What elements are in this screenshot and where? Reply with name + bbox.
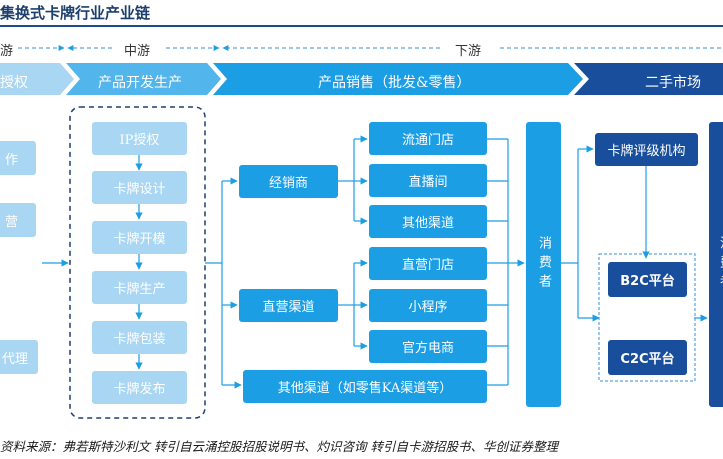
- chevron-sales: [213, 63, 583, 95]
- chevron-production: [66, 63, 221, 95]
- channel-direct: 直营渠道: [239, 289, 338, 322]
- production-step-manufacture: 卡牌生产: [92, 271, 187, 304]
- c2c-platform-box: C2C平台: [608, 340, 687, 375]
- channel-other-retail: 其他渠道（如零售KA渠道等）: [243, 370, 487, 403]
- chevron-secondary-label: 二手市场: [645, 75, 701, 91]
- edge-consumer-box: 消费者: [709, 122, 723, 407]
- edge-consumer-label: 消费者: [717, 236, 723, 293]
- production-step-mold: 卡牌开模: [92, 221, 187, 254]
- consumer-box: 消费者: [526, 122, 561, 407]
- outlet-mini-program: 小程序: [369, 289, 487, 322]
- production-step-ip: IP授权: [92, 122, 187, 155]
- outlet-direct-store: 直营门店: [369, 247, 487, 280]
- outlet-livestream: 直播间: [369, 164, 487, 197]
- chevron-sales-label: 产品销售（批发&零售）: [318, 75, 471, 91]
- left-item-3: 代理: [0, 340, 38, 374]
- chevron-production-label: 产品开发生产: [98, 75, 182, 91]
- consumer-label: 消费者: [536, 236, 551, 293]
- chevron-license: [0, 63, 74, 95]
- outlet-official-ecommerce: 官方电商: [369, 330, 487, 363]
- stage-upstream-label: 游: [0, 44, 14, 59]
- stage-midstream-label: 中游: [124, 44, 151, 59]
- chevron-license-label: 授权: [0, 75, 28, 91]
- title-divider: [0, 25, 723, 27]
- outlet-other: 其他渠道: [369, 205, 487, 238]
- stage-downstream-label: 下游: [455, 44, 482, 59]
- rating-agency-box: 卡牌评级机构: [595, 133, 698, 166]
- chevron-secondary: [574, 63, 723, 95]
- left-item-2: 营: [0, 203, 36, 237]
- outlet-retail-store: 流通门店: [369, 122, 487, 155]
- left-item-1: 作: [0, 141, 36, 175]
- production-step-release: 卡牌发布: [92, 371, 187, 404]
- production-step-design: 卡牌设计: [92, 171, 187, 204]
- channel-distributor: 经销商: [239, 165, 338, 198]
- source-note: 资料来源：弗若斯特沙利文 转引自云涌控股招股说明书、灼识咨询 转引自卡游招股书、…: [0, 439, 558, 454]
- b2c-platform-box: B2C平台: [608, 262, 687, 297]
- page-title: 集换式卡牌行业产业链: [0, 4, 151, 22]
- production-step-packaging: 卡牌包装: [92, 321, 187, 354]
